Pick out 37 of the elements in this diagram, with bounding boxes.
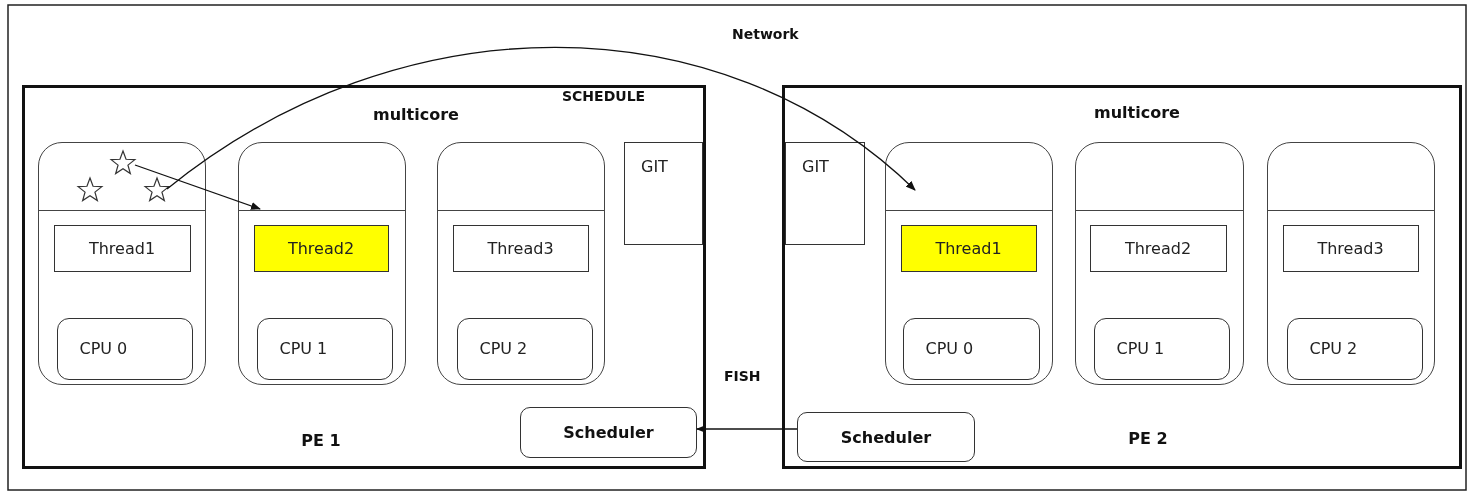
- cpu-box: CPU 0: [902, 317, 1040, 380]
- scheduler-box: Scheduler: [520, 407, 697, 458]
- cpu-box: CPU 0: [56, 317, 193, 380]
- scheduler-box: Scheduler: [797, 412, 975, 462]
- star-icon: [109, 149, 136, 176]
- git-box: GIT: [624, 142, 703, 245]
- star-icon: [76, 176, 103, 203]
- core-box: [238, 142, 406, 385]
- cpu-box: CPU 2: [456, 317, 593, 380]
- network-label: Network: [730, 26, 801, 42]
- thread-box: Thread1: [53, 224, 191, 272]
- cpu-box: CPU 1: [256, 317, 393, 380]
- group-label: PE 1: [301, 431, 341, 450]
- thread-box: Thread1: [900, 224, 1037, 272]
- git-box: GIT: [785, 142, 865, 245]
- core-box: [885, 142, 1053, 385]
- core-box: [38, 142, 206, 385]
- core-box: [1075, 142, 1244, 385]
- edge-label: SCHEDULE: [560, 88, 648, 104]
- arrow: [166, 46, 916, 191]
- group-label: PE 2: [1128, 429, 1168, 448]
- cpu-box: CPU 1: [1093, 317, 1230, 380]
- thread-box: Thread3: [452, 224, 589, 272]
- processing-element-box: [782, 85, 1462, 469]
- core-box: [437, 142, 605, 385]
- group-heading: multicore: [373, 105, 459, 124]
- edge-label: FISH: [722, 368, 763, 384]
- thread-box: Thread2: [253, 224, 389, 272]
- processing-element-box: [22, 85, 706, 469]
- cpu-box: CPU 2: [1286, 317, 1423, 380]
- core-box: [1267, 142, 1435, 385]
- thread-box: Thread2: [1089, 224, 1227, 272]
- arrow: [134, 164, 261, 210]
- thread-box: Thread3: [1282, 224, 1419, 272]
- arrow: [696, 425, 798, 433]
- star-icon: [143, 176, 170, 203]
- group-heading: multicore: [1094, 103, 1180, 122]
